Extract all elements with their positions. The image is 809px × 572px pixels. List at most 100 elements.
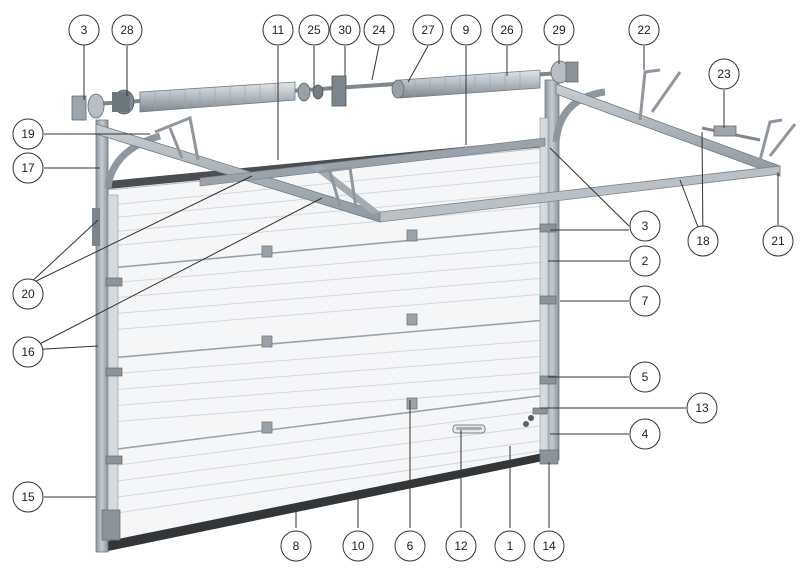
callout-c22: 22: [628, 14, 660, 46]
callout-label: 27: [421, 23, 435, 37]
callout-circle: [686, 392, 718, 424]
callout-label: 4: [642, 427, 649, 441]
spring-shaft: [71, 60, 579, 121]
callout-label: 16: [21, 345, 35, 359]
callout-c23: 23: [708, 58, 740, 90]
callout-circle: [445, 530, 477, 562]
callout-circle: [629, 361, 661, 393]
leader-lines: [27, 45, 779, 528]
callout-label: 30: [338, 23, 352, 37]
callout-label: 24: [372, 23, 386, 37]
callout-circle: [762, 225, 794, 257]
callout-label: 25: [307, 23, 321, 37]
callout-label: 13: [695, 401, 709, 415]
callout-label: 23: [717, 67, 731, 81]
left-track: [92, 119, 162, 553]
section-joints: [109, 227, 548, 451]
callout-label: 15: [21, 490, 35, 504]
callout-circle: [329, 14, 361, 46]
callout-c25: 25: [298, 14, 330, 46]
door-lock: [523, 421, 529, 427]
callout-c18: 18: [687, 225, 719, 257]
callout-circle: [708, 58, 740, 90]
door-hinges: [261, 229, 418, 434]
callout-label: 6: [407, 539, 414, 553]
callout-label: 3: [642, 219, 649, 233]
callout-label: 12: [454, 539, 468, 553]
callout-label: 22: [637, 23, 651, 37]
callout-circle: [12, 336, 44, 368]
callout-label: 11: [272, 23, 285, 37]
callout-circle: [12, 118, 44, 150]
callout-circle: [280, 530, 312, 562]
callout-circle: [628, 14, 660, 46]
callout-label: 19: [21, 127, 35, 141]
callout-label: 7: [642, 294, 649, 308]
callout-c5: 5: [629, 361, 661, 393]
callout-c7: 7: [629, 285, 661, 317]
callout-circle: [12, 481, 44, 513]
callout-c17: 17: [12, 152, 44, 184]
callout-c28: 28: [111, 14, 143, 46]
hanger-brackets: [154, 68, 797, 209]
callout-c11: 11: [262, 14, 294, 46]
callout-circle: [394, 530, 426, 562]
callout-circle: [342, 530, 374, 562]
callout-circle: [533, 530, 565, 562]
callout-c4: 4: [629, 418, 661, 450]
callout-label: 10: [351, 539, 365, 553]
callout-c2: 2: [629, 245, 661, 277]
callout-c3b: 3: [629, 210, 661, 242]
right-track: [528, 79, 606, 465]
callout-circle: [450, 14, 482, 46]
callout-c16: 16: [12, 336, 44, 368]
callout-label: 14: [542, 539, 556, 553]
callout-circle: [262, 14, 294, 46]
callout-circle: [12, 278, 44, 310]
callout-c9: 9: [450, 14, 482, 46]
bottom-seal: [108, 452, 548, 551]
callout-c3a: 3: [68, 14, 100, 46]
callout-circle: [298, 14, 330, 46]
callout-circle: [494, 530, 526, 562]
callout-circle: [68, 14, 100, 46]
callout-circle: [491, 14, 523, 46]
door-handle: [452, 424, 486, 434]
callout-c26: 26: [491, 14, 523, 46]
callout-c13: 13: [686, 392, 718, 424]
callout-label: 21: [771, 234, 785, 248]
callout-label: 5: [642, 370, 649, 384]
callout-circle: [412, 14, 444, 46]
callout-c14: 14: [533, 530, 565, 562]
callout-label: 29: [552, 23, 566, 37]
callout-circle: [629, 245, 661, 277]
callout-c8: 8: [280, 530, 312, 562]
callout-c1: 1: [494, 530, 526, 562]
callout-circle: [111, 14, 143, 46]
callout-circle: [629, 285, 661, 317]
safety-device: [701, 125, 761, 142]
callout-c10: 10: [342, 530, 374, 562]
callout-c19: 19: [12, 118, 44, 150]
callout-circle: [687, 225, 719, 257]
callout-c29: 29: [543, 14, 575, 46]
callout-label: 8: [293, 539, 300, 553]
callout-c20: 20: [12, 278, 44, 310]
callout-c27: 27: [412, 14, 444, 46]
callout-circle: [543, 14, 575, 46]
callout-label: 28: [120, 23, 134, 37]
callout-c21: 21: [762, 225, 794, 257]
callout-circle: [363, 14, 395, 46]
callout-label: 3: [81, 23, 88, 37]
callout-c30: 30: [329, 14, 361, 46]
callout-label: 18: [696, 234, 710, 248]
horizontal-tracks: [95, 83, 781, 223]
callout-c15: 15: [12, 481, 44, 513]
callout-label: 26: [500, 23, 514, 37]
callout-label: 2: [642, 254, 649, 268]
panel-grooves: [109, 161, 548, 515]
callout-label: 17: [21, 161, 35, 175]
callout-label: 1: [507, 539, 514, 553]
